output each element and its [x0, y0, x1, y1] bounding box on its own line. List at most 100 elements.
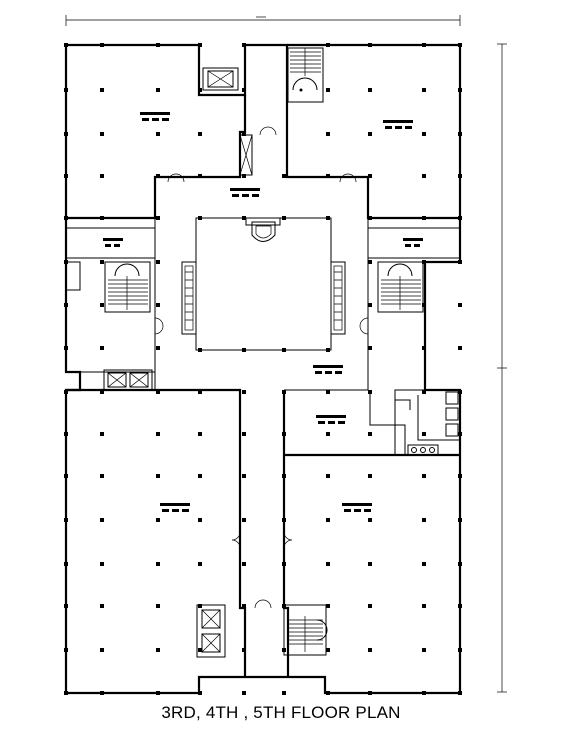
column-dot: [156, 88, 160, 92]
column-dot: [458, 174, 462, 178]
column-dot: [368, 346, 372, 350]
column-dot: [64, 691, 68, 695]
column-dot: [282, 348, 286, 352]
column-dot: [326, 474, 330, 478]
column-dot: [458, 390, 462, 394]
column-dot: [422, 432, 426, 436]
column-dot: [422, 216, 426, 220]
column-dot: [64, 216, 68, 220]
lift-top: [202, 67, 239, 91]
column-dot: [156, 390, 160, 394]
column-dot: [198, 432, 202, 436]
column-dot: [368, 303, 372, 307]
column-dot: [100, 562, 104, 566]
column-dot: [100, 518, 104, 522]
column-dot: [156, 43, 160, 47]
lift-bottom: [196, 604, 226, 658]
column-dot: [156, 174, 160, 178]
column-dot: [458, 88, 462, 92]
column-dot: [242, 474, 246, 478]
column-dot: [282, 648, 286, 652]
column-dot: [64, 390, 68, 394]
service-block: [394, 389, 461, 456]
column-dot: [326, 216, 330, 220]
floor-plan-drawing: [64, 15, 507, 695]
column-dot: [242, 648, 246, 652]
column-dot: [422, 132, 426, 136]
column-dot: [458, 604, 462, 608]
column-dot: [422, 43, 426, 47]
column-dot: [368, 604, 372, 608]
column-dot: [198, 604, 202, 608]
lower-left-shop: [66, 388, 247, 677]
column-dot: [282, 474, 286, 478]
stair-bottom: [283, 604, 328, 656]
column-dot: [156, 432, 160, 436]
column-dot: [198, 562, 202, 566]
column-dot: [242, 348, 246, 352]
column-dot: [100, 303, 104, 307]
column-dot: [282, 216, 286, 220]
column-dot: [198, 390, 202, 394]
column-dot: [242, 691, 246, 695]
column-dot: [458, 132, 462, 136]
stair-top: [287, 47, 324, 103]
column-dot: [242, 518, 246, 522]
column-dot: [242, 216, 246, 220]
column-dot: [326, 348, 330, 352]
column-dot: [422, 648, 426, 652]
column-dot: [458, 216, 462, 220]
column-dot: [100, 43, 104, 47]
column-dot: [100, 390, 104, 394]
column-dot: [100, 88, 104, 92]
column-dot: [156, 474, 160, 478]
column-dot: [64, 648, 68, 652]
column-dot: [198, 132, 202, 136]
column-dot: [422, 346, 426, 350]
column-dot: [64, 174, 68, 178]
column-dot: [156, 346, 160, 350]
column-dot: [422, 562, 426, 566]
column-dot: [326, 518, 330, 522]
column-dot: [64, 88, 68, 92]
column-dot: [458, 43, 462, 47]
column-dot: [100, 174, 104, 178]
column-dot: [422, 174, 426, 178]
column-dot: [156, 216, 160, 220]
column-dot: [64, 43, 68, 47]
column-dot: [368, 174, 372, 178]
stair-left: [104, 261, 151, 313]
column-dot: [368, 132, 372, 136]
column-dot: [368, 474, 372, 478]
column-dot: [282, 604, 286, 608]
column-dot: [422, 260, 426, 264]
column-dot: [156, 518, 160, 522]
column-dot: [326, 390, 330, 394]
upper-right-shop: [285, 95, 460, 220]
column-dot: [64, 604, 68, 608]
column-dot: [156, 691, 160, 695]
column-dot: [368, 432, 372, 436]
column-dot: [242, 432, 246, 436]
column-dot: [326, 432, 330, 436]
column-dot: [368, 691, 372, 695]
column-dot: [326, 604, 330, 608]
column-dot: [368, 216, 372, 220]
column-dot: [198, 691, 202, 695]
column-dot: [368, 518, 372, 522]
column-dot: [458, 648, 462, 652]
column-dot: [100, 132, 104, 136]
column-dot: [64, 432, 68, 436]
lift-left: [103, 369, 153, 391]
column-dot: [458, 432, 462, 436]
column-dot: [198, 474, 202, 478]
column-dot: [326, 648, 330, 652]
column-dot: [242, 390, 246, 394]
column-dot: [422, 303, 426, 307]
top-dimension-line: [65, 15, 461, 26]
column-dot: [368, 88, 372, 92]
column-dot: [282, 562, 286, 566]
door-swings: [154, 126, 369, 609]
column-dot: [242, 604, 246, 608]
column-dot: [242, 43, 246, 47]
